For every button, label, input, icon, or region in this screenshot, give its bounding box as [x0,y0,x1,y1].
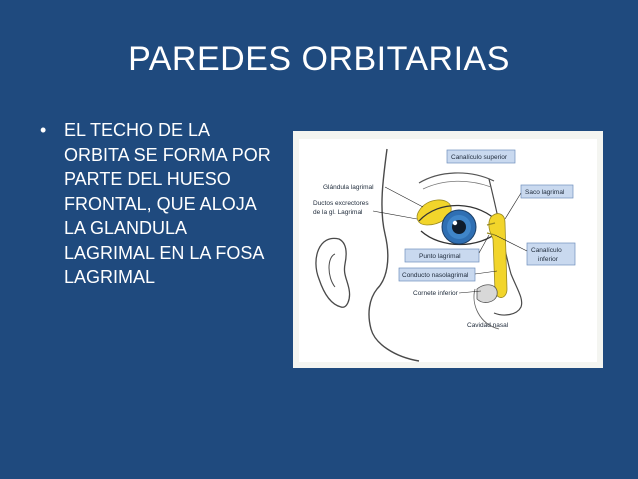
label-box-canaliculo-inferior [526,242,576,266]
label-punto-lagrimal: Punto lagrimal [419,253,461,260]
eyebrow-lower [422,180,492,190]
label-saco-lagrimal: Saco lagrimal [525,189,565,196]
nasal-cavity-edge [473,288,500,330]
lacrimal-anatomy-figure: Canalículo superior Glándula lagrimal Du… [293,131,603,368]
face-outline [368,148,420,362]
bullet-line: LAGRIMAL EN LA FOSA [64,242,265,263]
leader-conducto [474,270,498,275]
bullet-item: • EL TECHO DE LA ORBITA SE FORMA POR PAR… [40,118,275,290]
ear-inner [328,253,336,288]
leader-glandula [384,186,424,208]
label-glandula-lagrimal: Glándula lagrimal [323,184,374,191]
bullet-line: LAGRIMAL [64,267,156,287]
label-cornete-inferior: Cornete inferior [413,290,459,297]
bullet-line: LA GLANDULA [64,218,188,238]
leader-cornete [458,290,482,294]
bullet-lines: EL TECHO DE LA ORBITA SE FORMA POR PARTE… [64,118,275,290]
label-box-punto-lagrimal [404,248,480,263]
label-ductos-line1: Ductos excrectores [313,200,369,207]
slide-title: PAREDES ORBITARIAS [128,40,510,78]
label-canaliculo-superior: Canalículo superior [451,154,508,161]
label-canaliculo-inferior-line2: inferior [538,256,559,263]
label-conducto-nasolagrimal: Conducto nasolagrimal [402,272,469,279]
label-cavidad-nasal: Cavidad nasal [467,322,509,329]
ear-outline [315,237,351,308]
leader-ductos [372,210,418,220]
label-canaliculo-inferior-line1: Canalículo [531,247,562,254]
bullet-text-block: • EL TECHO DE LA ORBITA SE FORMA POR PAR… [40,118,275,290]
leader-saco [504,192,522,220]
canaliculi [486,222,496,236]
label-box-canaliculo-superior [446,149,516,164]
label-box-conducto-nasolagrimal [398,267,476,282]
leader-canaliculo-inferior [494,234,528,252]
bullet-line: PARTE DEL HUESO [64,169,231,189]
eye-highlight [452,220,458,226]
bullet-line: EL TECHO DE LA [64,120,211,140]
leader-punto [478,234,490,254]
bullet-symbol: • [40,120,47,140]
lacrimal-illustration: Canalículo superior Glándula lagrimal Du… [313,148,576,362]
bullet-line: FRONTAL, QUE ALOJA [64,193,257,214]
label-box-saco-lagrimal [520,184,574,199]
inferior-turbinate [476,284,498,303]
figure-canvas: Canalículo superior Glándula lagrimal Du… [299,139,597,362]
eyebrow [418,172,495,184]
label-ductos-line2: de la gl. Lagrimal [313,209,363,216]
bullet-line: ORBITA SE FORMA POR [64,144,271,165]
